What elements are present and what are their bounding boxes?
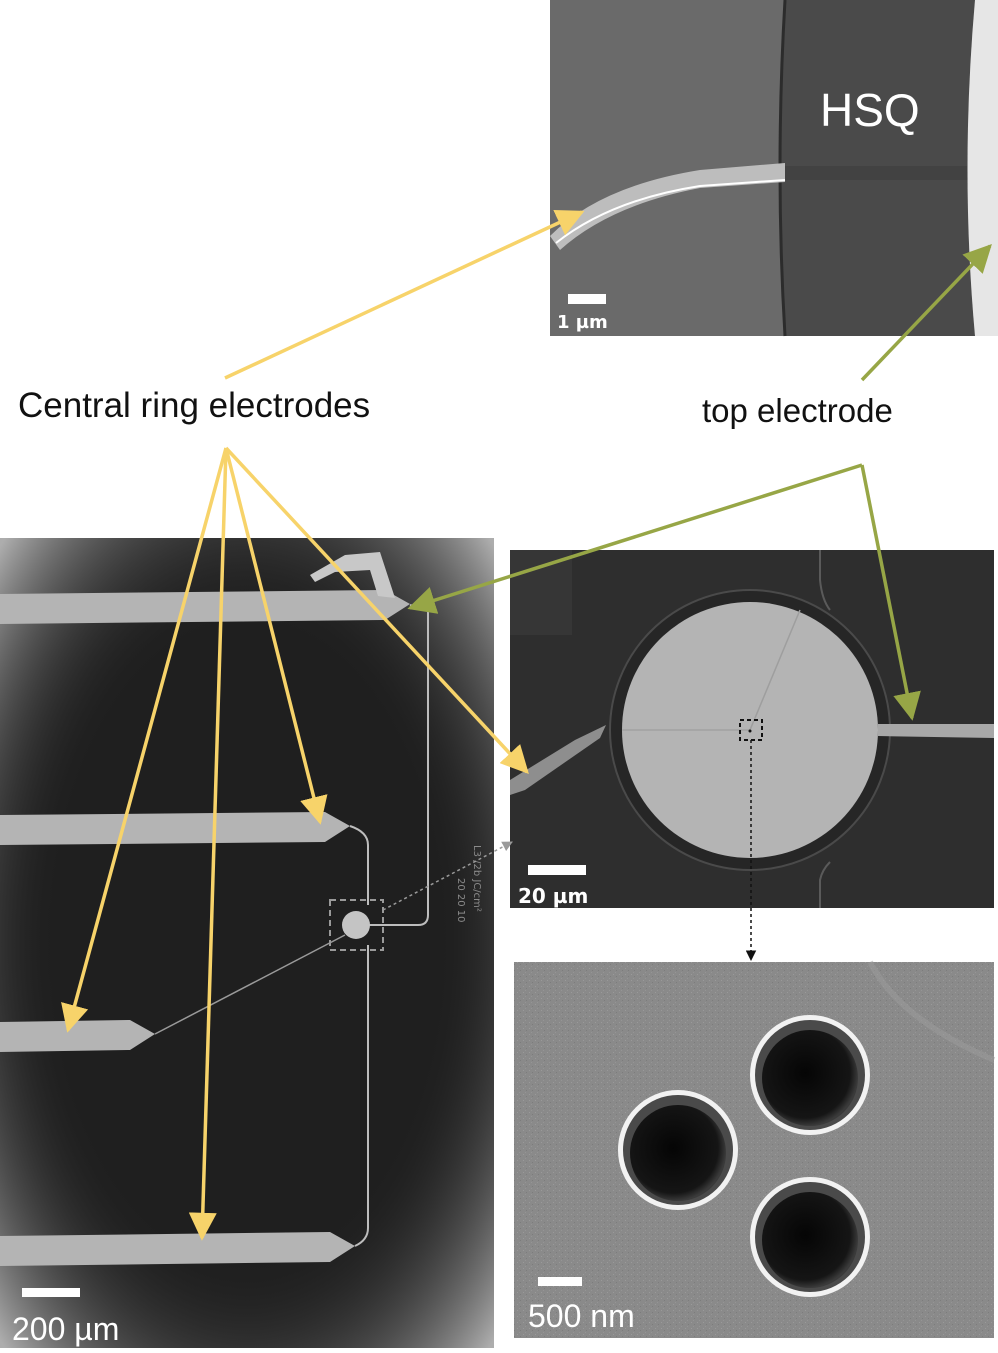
ring-pad-4 xyxy=(0,1232,355,1266)
scalebar-top xyxy=(568,294,606,304)
panel-right-ring: 20 µm xyxy=(510,550,994,908)
hsq-label: HSQ xyxy=(820,84,920,136)
scalebar-main xyxy=(22,1288,80,1297)
central-ring-electrodes-label: Central ring electrodes xyxy=(18,386,370,426)
nanohole-1 xyxy=(750,1015,870,1135)
nanohole-2 xyxy=(618,1090,738,1210)
scalebar-right-label: 20 µm xyxy=(518,884,588,908)
panel-top-hsq: 1 µm HSQ xyxy=(550,0,998,336)
scalebar-right xyxy=(528,865,586,875)
top-electrode-strip xyxy=(878,724,994,738)
scalebar-main-label: 200 µm xyxy=(12,1311,119,1347)
ring-pad-3 xyxy=(0,1020,155,1052)
top-electrode-pad xyxy=(0,590,410,624)
panel-holes: 500 nm xyxy=(514,962,994,1338)
panel-main-overview: L3 /2b JC/cm² 20 20 10 200 µm xyxy=(0,538,494,1348)
die-text-line2: 20 20 10 xyxy=(455,878,466,923)
scalebar-top-label: 1 µm xyxy=(557,312,608,333)
top-electrode-edge xyxy=(968,0,998,336)
scalebar-holes xyxy=(538,1277,582,1286)
nanohole-3 xyxy=(750,1177,870,1297)
die-text-line1: L3 /2b JC/cm² xyxy=(471,845,482,912)
ring-arrow-to-top-panel xyxy=(225,212,582,378)
central-ring xyxy=(342,911,370,939)
scalebar-holes-label: 500 nm xyxy=(528,1298,635,1334)
ring-pad-2 xyxy=(0,812,350,845)
top-electrode-label: top electrode xyxy=(702,392,893,430)
